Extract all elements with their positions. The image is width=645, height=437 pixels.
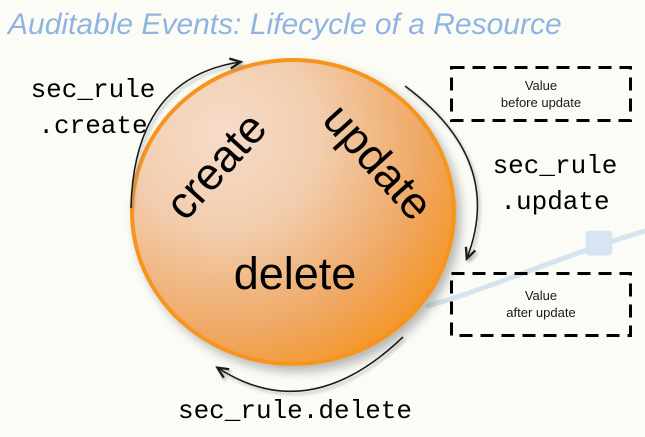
lifecycle-circle: create update delete xyxy=(130,58,456,366)
page-title: Auditable Events: Lifecycle of a Resourc… xyxy=(8,8,562,41)
circle-label-update: update xyxy=(313,93,444,230)
event-label-create: sec_rule .create xyxy=(18,72,168,144)
circle-label-delete: delete xyxy=(233,248,357,299)
event-label-create-line1: sec_rule xyxy=(30,75,156,105)
callout-after-line1: Value xyxy=(524,288,558,303)
event-label-update-line1: sec_rule xyxy=(492,151,618,181)
callout-value-after-update: Value after update xyxy=(450,272,632,336)
callout-value-before-update: Value before update xyxy=(450,66,632,122)
callout-before-line1: Value xyxy=(524,78,558,93)
event-label-create-line2: .create xyxy=(38,111,148,141)
callout-after-line2: after update xyxy=(506,305,576,320)
circle-label-create: create xyxy=(154,102,277,230)
event-label-update: sec_rule .update xyxy=(480,148,630,220)
background-connector-node xyxy=(585,230,613,256)
callout-before-line2: before update xyxy=(500,95,582,110)
event-label-delete: sec_rule.delete xyxy=(170,393,420,429)
event-label-update-line2: .update xyxy=(500,187,610,217)
event-label-delete-line1: sec_rule.delete xyxy=(177,396,413,426)
